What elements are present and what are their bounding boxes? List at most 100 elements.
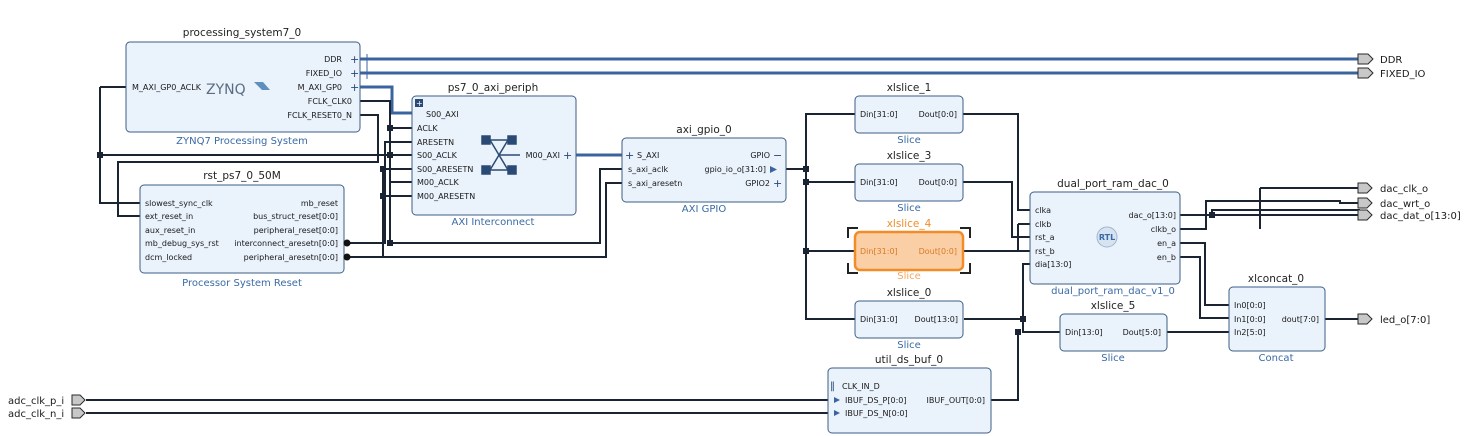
pin-label: aux_reset_in xyxy=(145,226,195,235)
pin-label: dac_o[13:0] xyxy=(1129,211,1176,220)
pin-label: Din[31:0] xyxy=(860,178,898,187)
pin-label: en_a xyxy=(1157,239,1176,248)
expand-icon[interactable]: + xyxy=(563,149,572,162)
fclk-reset-net[interactable] xyxy=(117,114,379,217)
port-led-o[interactable]: led_o[7:0] xyxy=(1357,313,1430,326)
pin-label: FCLK_RESET0_N xyxy=(287,111,352,120)
collapse-icon[interactable] xyxy=(415,99,423,107)
pin-label: Dout[0:0] xyxy=(919,247,957,256)
expand-icon[interactable]: + xyxy=(625,149,634,162)
port-label: FIXED_IO xyxy=(1380,69,1426,80)
pin-label: M00_ACLK xyxy=(417,178,459,187)
bus-port-icon xyxy=(1357,53,1374,65)
block-xlconcat[interactable]: xlconcat_0 In0[0:0] In1[0:0] In2[5:0] do… xyxy=(1228,273,1326,364)
block-xlslice-3[interactable]: xlslice_3 Din[31:0] Dout[0:0] Slice xyxy=(854,150,964,214)
block-subtitle: Slice xyxy=(897,271,921,282)
pin-label: S00_ACLK xyxy=(417,151,458,160)
port-label: dac_dat_o[13:0] xyxy=(1380,211,1461,222)
block-subtitle: Processor System Reset xyxy=(182,278,302,289)
port-dac-dat-o[interactable]: dac_dat_o[13:0] xyxy=(1357,209,1461,222)
block-title: axi_gpio_0 xyxy=(676,124,731,136)
block-processing-system7[interactable]: processing_system7_0 ZYNQ M_AXI_GP0_ACLK… xyxy=(125,27,361,147)
output-port-icon xyxy=(1357,182,1373,194)
axi-gp0-bus[interactable] xyxy=(360,85,412,115)
expand-icon[interactable]: + xyxy=(350,67,359,80)
block-subtitle: AXI GPIO xyxy=(682,204,727,215)
block-rst-ps7[interactable]: rst_ps7_0_50M slowest_sync_clk ext_reset… xyxy=(139,170,351,289)
block-subtitle: Slice xyxy=(897,340,921,351)
wires xyxy=(86,54,1360,414)
fclk-clk0-net[interactable] xyxy=(99,86,622,244)
port-fixed-io[interactable]: FIXED_IO xyxy=(1357,67,1426,80)
pin-label: dia[13:0] xyxy=(1035,260,1071,269)
port-dac-wrt-o[interactable]: dac_wrt_o xyxy=(1357,197,1430,210)
pin-label: DDR xyxy=(324,55,342,64)
pin-label: bus_struct_reset[0:0] xyxy=(253,212,338,221)
block-subtitle: Concat xyxy=(1259,353,1294,364)
block-xlslice-0[interactable]: xlslice_0 Din[31:0] Dout[13:0] Slice xyxy=(854,287,964,351)
pin-label: ext_reset_in xyxy=(145,212,193,221)
port-adc-clk-n-i[interactable]: adc_clk_n_i xyxy=(8,407,86,420)
pin-label: Din[31:0] xyxy=(860,315,898,324)
expand-icon[interactable]: + xyxy=(350,53,359,66)
pin-label: Dout[0:0] xyxy=(919,110,957,119)
pin-label: dout[7:0] xyxy=(1282,315,1319,324)
port-ddr[interactable]: DDR xyxy=(1357,53,1402,66)
block-title: processing_system7_0 xyxy=(183,27,301,39)
collapse-icon[interactable]: − xyxy=(773,149,782,162)
pin-label: s_axi_aclk xyxy=(628,165,669,174)
block-axi-gpio[interactable]: axi_gpio_0 + S_AXI s_axi_aclk s_axi_ares… xyxy=(621,124,787,215)
block-xlslice-4-selected[interactable]: xlslice_4 Din[31:0] Dout[0:0] Slice xyxy=(847,218,971,282)
block-subtitle: AXI Interconnect xyxy=(452,217,535,228)
pin-label: clkb xyxy=(1035,220,1051,229)
pin-label: rst_a xyxy=(1035,233,1055,242)
block-title: xlslice_5 xyxy=(1091,300,1136,312)
pin-label: S00_AXI xyxy=(426,110,459,119)
selection-handles xyxy=(847,227,971,274)
expand-icon[interactable]: + xyxy=(773,177,782,190)
block-title: xlslice_1 xyxy=(887,82,932,94)
input-arrow-icon xyxy=(834,397,840,403)
pin-label: S00_ARESETN xyxy=(417,165,473,174)
block-title: util_ds_buf_0 xyxy=(875,354,943,366)
port-label: led_o[7:0] xyxy=(1380,315,1430,326)
pin-label: GPIO2 xyxy=(745,179,770,188)
input-arrow-icon xyxy=(834,410,840,416)
input-port-icon xyxy=(71,394,86,406)
pin-label: Dout[13:0] xyxy=(915,315,958,324)
xilinx-logo-icon xyxy=(254,82,270,90)
block-axi-interconnect[interactable]: ps7_0_axi_periph + S00_AXI ACLK ARESETN … xyxy=(411,82,577,228)
pin-label: IBUF_DS_P[0:0] xyxy=(845,396,906,405)
pin-label: S_AXI xyxy=(637,151,659,160)
port-adc-clk-p-i[interactable]: adc_clk_p_i xyxy=(8,394,86,407)
bus-interface-icon: ‖ xyxy=(830,381,835,392)
pin-label: mb_debug_sys_rst xyxy=(145,239,219,248)
net-junctions xyxy=(97,125,1215,335)
block-subtitle: Slice xyxy=(1101,353,1125,364)
port-dac-clk-o[interactable]: dac_clk_o xyxy=(1357,182,1428,195)
block-xlslice-5[interactable]: xlslice_5 Din[13:0] Dout[5:0] Slice xyxy=(1059,300,1168,364)
pin-label: IBUF_DS_N[0:0] xyxy=(845,409,908,418)
block-subtitle: Slice xyxy=(897,135,921,146)
block-util-ds-buf[interactable]: util_ds_buf_0 ‖ CLK_IN_D IBUF_DS_P[0:0] … xyxy=(827,354,992,434)
block-xlslice-1[interactable]: xlslice_1 Din[31:0] Dout[0:0] Slice xyxy=(854,82,964,146)
pin-label: en_b xyxy=(1157,253,1176,262)
pin-label: M_AXI_GP0_ACLK xyxy=(132,83,202,92)
pin-label: Dout[0:0] xyxy=(919,178,957,187)
pin-label: ACLK xyxy=(417,124,438,133)
pin-label: rst_b xyxy=(1035,247,1055,256)
pin-label: In2[5:0] xyxy=(1234,328,1266,337)
pin-label: M00_AXI xyxy=(526,151,560,160)
pin-label: peripheral_reset[0:0] xyxy=(254,226,338,235)
port-label: adc_clk_p_i xyxy=(8,396,64,407)
input-port-icon xyxy=(71,407,86,419)
block-dual-port-ram-dac[interactable]: dual_port_ram_dac_0 clka clkb rst_a rst_… xyxy=(1029,178,1181,297)
expand-icon[interactable]: + xyxy=(350,81,359,94)
rtl-badge-icon xyxy=(1096,226,1118,248)
output-port-icon xyxy=(1357,209,1373,221)
pin-label: mb_reset xyxy=(301,199,338,208)
port-label: adc_clk_n_i xyxy=(8,409,64,420)
block-subtitle: ZYNQ7 Processing System xyxy=(176,136,308,147)
gpio-fanout-net[interactable] xyxy=(778,113,855,320)
